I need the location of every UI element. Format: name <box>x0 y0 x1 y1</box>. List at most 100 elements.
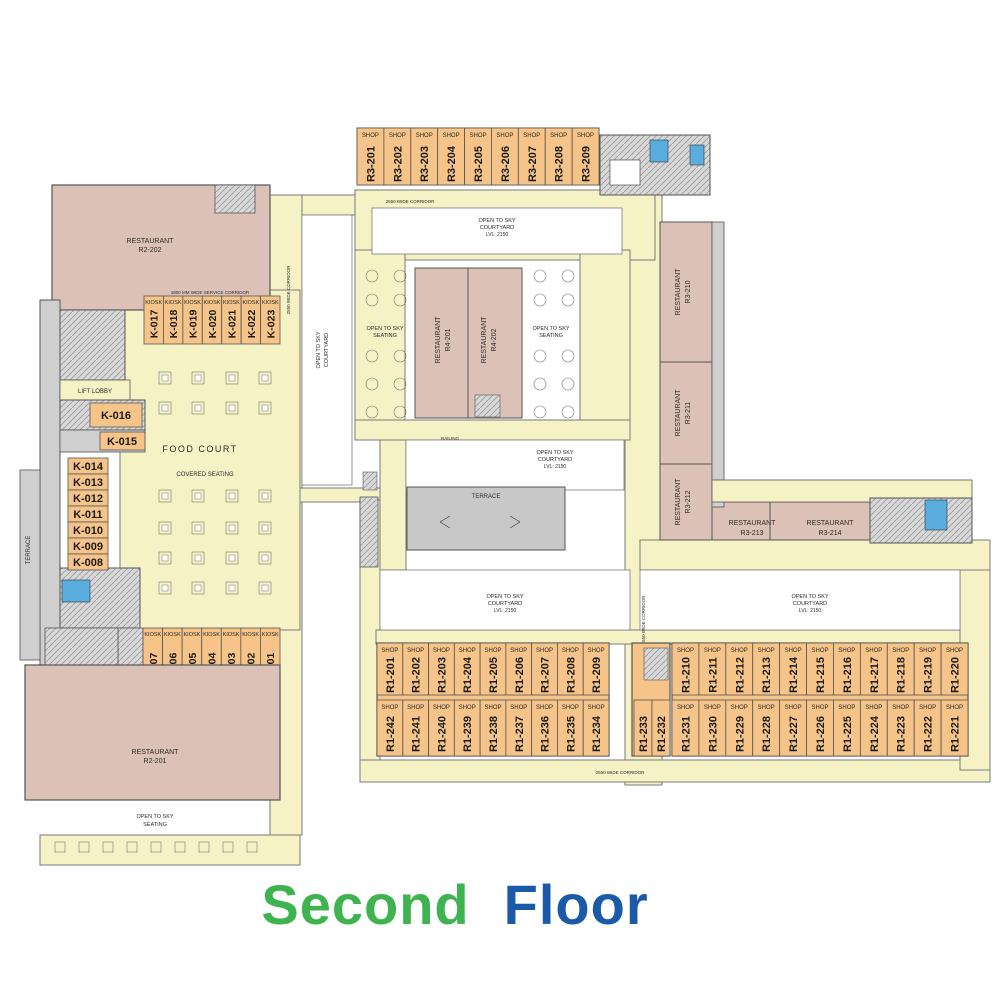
kiosk-code: K-018 <box>168 310 180 339</box>
r1-shop-type: SHOP <box>838 648 855 654</box>
table-top <box>194 374 202 382</box>
kiosk-code: K-009 <box>73 541 103 553</box>
r1-shop-unit <box>505 642 533 696</box>
r1-shop-type: SHOP <box>562 705 579 711</box>
r1-shop-type: SHOP <box>785 648 802 654</box>
courtyard-right-open: OPEN TO SKY <box>791 594 828 600</box>
r3-shop-unit <box>517 127 546 186</box>
kiosk-type: KIOSK <box>184 632 201 638</box>
table-top <box>161 404 169 412</box>
r1-shop-code: R1-206 <box>514 657 526 693</box>
r3-shop-row: SHOPR3-201SHOPR3-202SHOPR3-203SHOPR3-204… <box>356 127 600 186</box>
courtyard-mid-open: OPEN TO SKY <box>536 450 573 456</box>
r3-210-code: R3-210 <box>685 280 692 303</box>
kiosk-k016: K-016 <box>101 410 131 422</box>
table-top <box>161 374 169 382</box>
r1-shop-type: SHOP <box>919 648 936 654</box>
table <box>102 841 114 853</box>
kiosk-type: KIOSK <box>144 632 161 638</box>
round-table <box>393 293 407 307</box>
courtyard-mid-name: COURTYARD <box>538 457 572 463</box>
corridor-top-label: 2550 WIDE CORRIDOR <box>386 199 436 204</box>
left-service-column: LIFT LOBBY K-016 K-015 TERRACE <box>19 299 146 666</box>
r1-shop-code: R1-211 <box>707 657 719 692</box>
r1-shop-unit <box>582 642 610 696</box>
r1-shop-type: SHOP <box>946 705 963 711</box>
r1-shop-unit <box>582 699 610 757</box>
table-top <box>228 492 236 500</box>
kiosk-type: KIOSK <box>164 632 181 638</box>
r1-shop-type: SHOP <box>946 648 963 654</box>
round-table <box>365 377 379 391</box>
kiosk-type: KIOSK <box>262 632 279 638</box>
r1-shop-unit <box>886 699 915 757</box>
r1-shop-code: R1-218 <box>896 657 908 693</box>
r1-shop-type: SHOP <box>758 705 775 711</box>
table-top <box>194 404 202 412</box>
kiosk-code: K-023 <box>265 310 277 339</box>
corridor-food-label: 2550 WIDE CORRIDOR <box>286 265 291 315</box>
r1-shop-type: SHOP <box>892 648 909 654</box>
r1-shop-unit <box>913 699 942 757</box>
r3-214-code: R3-214 <box>819 530 842 537</box>
table-top <box>228 584 236 592</box>
r1-shop-unit <box>806 699 834 757</box>
r3-shop-code: R3-201 <box>365 146 377 182</box>
r1-shop-code: R1-232 <box>656 716 668 752</box>
kiosk-code: K-020 <box>207 310 219 339</box>
r1-shop-type: SHOP <box>919 705 936 711</box>
r1-shop-code: R1-223 <box>896 716 908 752</box>
round-table <box>365 405 379 419</box>
r1-shop-unit <box>698 699 727 757</box>
r1-shop-unit <box>725 699 754 757</box>
r1-shop-unit <box>651 699 671 757</box>
table-top <box>261 404 269 412</box>
r1-shop-code: R1-230 <box>707 716 719 752</box>
r3-shop-type: SHOP <box>469 133 486 139</box>
r1-shop-code: R1-235 <box>565 716 577 752</box>
r1-shop-type: SHOP <box>838 705 855 711</box>
r3-shop-cells: SHOPR3-201SHOPR3-202SHOPR3-203SHOPR3-204… <box>356 127 600 186</box>
r3-shop-unit <box>571 127 600 186</box>
courtyard-top-open: OPEN TO SKY <box>478 218 515 224</box>
table-top <box>228 374 236 382</box>
right-wing: RESTAURANT R3-210 RESTAURANT R3-211 REST… <box>659 221 973 544</box>
r3-shop-code: R3-206 <box>500 146 512 182</box>
r1-shop-type: SHOP <box>731 648 748 654</box>
r1-shop-code: R1-204 <box>462 656 474 693</box>
table-top <box>261 492 269 500</box>
r1-shop-unit <box>376 699 404 757</box>
r1-shop-type: SHOP <box>785 705 802 711</box>
r1-shop-code: R1-239 <box>462 716 474 752</box>
r1-shop-code: R1-205 <box>488 657 500 693</box>
r1-shop-unit <box>940 642 969 696</box>
seating-left-open-label: OPEN TO SKY <box>366 326 403 332</box>
table <box>258 401 272 415</box>
table <box>174 841 186 853</box>
round-table <box>533 349 547 363</box>
round-table <box>533 293 547 307</box>
r1-shop-code: R1-236 <box>540 716 552 752</box>
r1-shop-code: R1-203 <box>436 657 448 693</box>
r4-202-code: R4-202 <box>491 328 498 351</box>
r3-shop-type: SHOP <box>362 133 379 139</box>
r1-shop-unit <box>859 699 888 757</box>
seating-right-label: SEATING <box>539 333 563 339</box>
table <box>158 371 172 385</box>
table <box>258 371 272 385</box>
r3-shop-code: R3-208 <box>554 146 566 182</box>
r1-shop-unit <box>752 642 781 696</box>
table-top <box>161 492 169 500</box>
r1-shop-code: R1-237 <box>514 716 526 752</box>
table-top <box>161 554 169 562</box>
kiosk-type: KIOSK <box>223 632 240 638</box>
kiosk-code: K-010 <box>73 525 103 537</box>
kiosk-type: KIOSK <box>262 300 279 306</box>
r1-shop-code: R1-242 <box>385 716 397 752</box>
table <box>222 841 234 853</box>
kiosk-code: K-012 <box>73 493 103 505</box>
food-court-tables <box>158 371 272 595</box>
table-top <box>228 524 236 532</box>
kiosk-type: KIOSK <box>184 300 201 306</box>
r2-201-type: RESTAURANT <box>132 749 180 756</box>
